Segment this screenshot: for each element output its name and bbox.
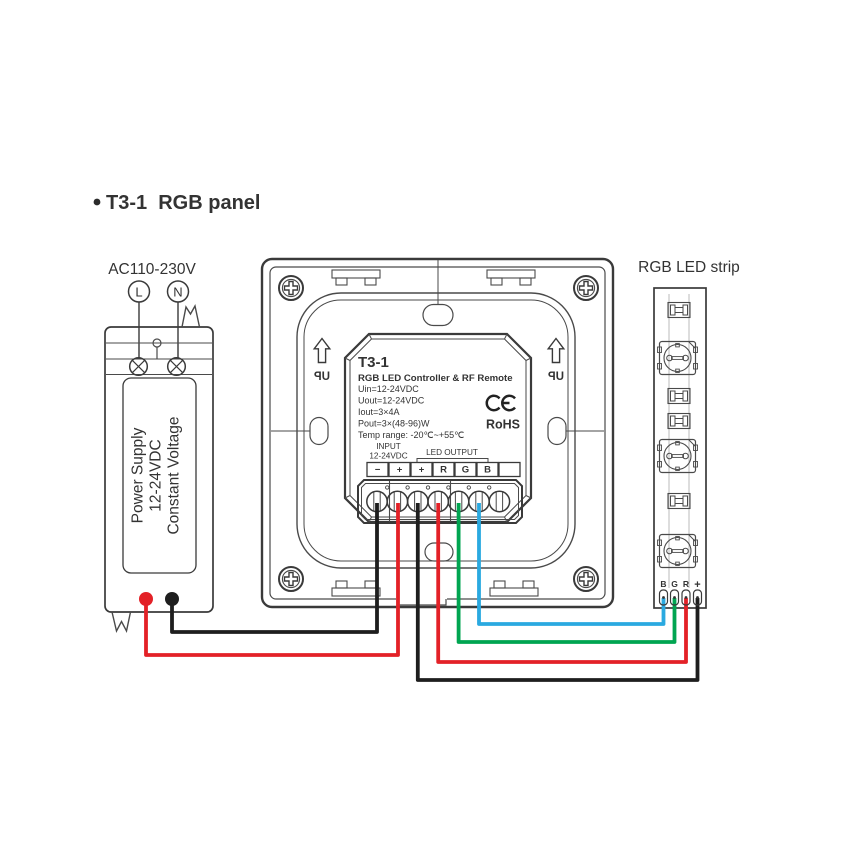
up-label-mirrored: UP [314,371,330,383]
terminal-label-b: B [484,465,491,476]
led-output-bracket [416,458,489,463]
wire-output-g-green [456,503,677,644]
psu-screw-terminals [128,356,187,377]
pad-label-r: R [683,579,689,589]
psu-dc-negative-dot [165,592,179,606]
pad-label-plus: + [694,579,700,591]
up-indicator-left: UP [312,337,332,383]
spec-uout: Uout=12-24VDC [358,396,425,406]
rohs-label: RoHS [486,418,520,432]
psu-strain-relief-top [181,304,201,328]
wire-output-r-red [436,503,688,664]
neutral-terminal-label: N [173,285,182,300]
module-model: T3-1 [358,354,389,371]
psu-cap-seams [138,344,179,359]
psu-label-line2: 12-24VDC [148,439,165,511]
strip-resistors [667,301,691,510]
psu-label-line3: Constant Voltage [166,416,183,534]
wires [144,503,700,682]
psu-label-line1: Power Supply [130,427,147,523]
live-terminal-label: L [135,285,142,300]
strip-pads [658,589,703,606]
page-title: T3-1 RGB panel [106,192,260,214]
title-bullet [93,198,101,206]
wire-psu-positive-red [144,503,400,657]
strip-traces [668,294,690,588]
wire-output-b-blue [477,503,666,626]
panel-clips [331,269,539,597]
ac-input-leads [138,302,179,358]
terminal-label-g: G [462,465,469,476]
up-indicator-right: UP [546,337,566,383]
psu-body [104,326,214,613]
spec-pout: Pout=3×(48-96)W [358,419,430,429]
up-arrow-icon [312,337,332,364]
controller-module: T3-1 RGB LED Controller & RF Remote Uin=… [343,332,533,524]
terminal-label-plus-in: + [397,465,403,476]
spec-iout: Iout=3×4A [358,407,400,417]
up-label-mirrored: UP [548,371,564,383]
notch-mask [396,596,447,601]
input-voltage-label: 12-24VDC [369,452,407,461]
psu-top-cap-lines [106,342,212,376]
terminal-label-minus: − [375,465,381,476]
ac-voltage-label: AC110-230V [108,261,196,278]
pad-label-g: G [671,579,678,589]
psu-dc-positive-dot [139,592,153,606]
terminal-label-row: − + + R G B [366,461,521,478]
up-arrow-icon [546,337,566,364]
spec-uin: Uin=12-24VDC [358,384,419,394]
led-output-label: LED OUTPUT [426,448,478,457]
ce-mark-icon [485,394,516,412]
rgb-led-strip: RGB LED strip [638,259,740,609]
led-strip-label: RGB LED strip [638,259,740,276]
terminal-gap-dots [385,485,492,490]
module-subtitle: RGB LED Controller & RF Remote [358,373,513,384]
panel-corner-screws [278,275,599,592]
terminal-label-plus-out: + [419,465,425,476]
strip-leds [657,340,698,569]
psu-label-text: Power Supply 12-24VDC Constant Voltage [130,416,183,534]
spec-temp: Temp range: -20℃~+55℃ [358,430,464,440]
wire-output-plus-black [415,503,700,682]
strip-body [653,287,707,609]
terminal-label-r: R [440,465,447,476]
pad-label-b: B [660,579,666,589]
input-label: INPUT [376,442,401,451]
psu-label-area [122,377,197,574]
psu-strain-relief-bottom [111,611,132,634]
wire-psu-negative-black [170,503,379,634]
power-supply: AC110-230V L N Power Supply 12-24VDC [104,261,214,634]
